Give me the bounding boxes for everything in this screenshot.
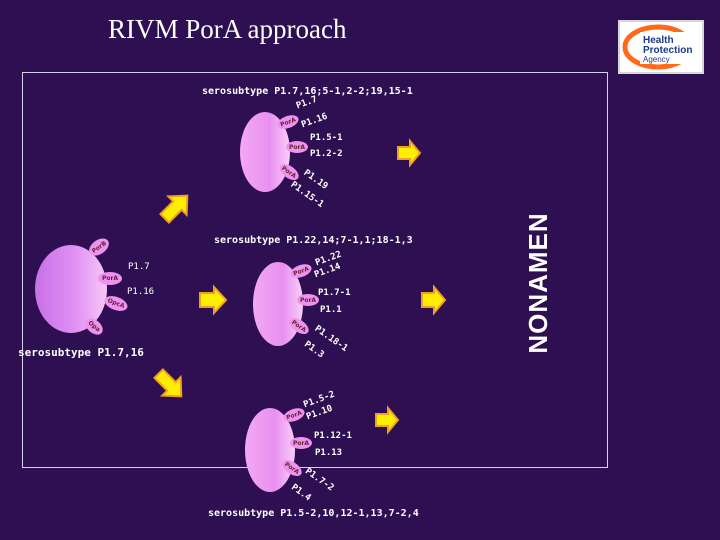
hpa-logo: Health Protection Agency bbox=[618, 20, 704, 74]
parent-pora-protein: PorA bbox=[98, 272, 122, 285]
arrow-bottom-right bbox=[375, 405, 400, 435]
logo-word-protection: Protection bbox=[643, 45, 692, 56]
arrow-top-right bbox=[397, 138, 422, 168]
diagram-frame bbox=[22, 72, 608, 468]
arrow-middle-right bbox=[421, 284, 447, 316]
hpa-logo-mark: Health Protection Agency bbox=[622, 24, 700, 70]
bottom-bacterium bbox=[245, 408, 295, 492]
bottom-pora-protein-2: PorA bbox=[290, 437, 312, 449]
top-serosubtype-label: serosubtype P1.7,16;5-1,2-2;19,15-1 bbox=[202, 86, 413, 97]
logo-word-agency: Agency bbox=[643, 55, 670, 64]
arrow-to-bottom bbox=[153, 368, 183, 398]
bottom-vr1-label-2: P1.12-1 bbox=[314, 431, 352, 441]
slide-title: RIVM PorA approach bbox=[108, 14, 347, 44]
middle-vr2-label-2: P1.1 bbox=[320, 305, 342, 315]
parent-vr1-label: P1.7 bbox=[128, 262, 150, 272]
top-pora-protein-2: PorA bbox=[286, 141, 308, 153]
logo-word-health: Health bbox=[643, 35, 674, 46]
bottom-vr2-label-2: P1.13 bbox=[315, 448, 343, 458]
arrow-to-middle bbox=[199, 284, 228, 316]
arrow-to-top bbox=[159, 194, 189, 224]
bottom-serosubtype-label: serosubtype P1.5-2,10,12-1,13,7-2,4 bbox=[208, 508, 419, 519]
middle-pora-protein-2: PorA bbox=[297, 294, 319, 306]
parent-vr2-label: P1.16 bbox=[127, 287, 155, 297]
top-vr1-label-2: P1.5-1 bbox=[310, 133, 343, 143]
parent-serosubtype-label: serosubtype P1.7,16 bbox=[18, 346, 144, 359]
middle-serosubtype-label: serosubtype P1.22,14;7-1,1;18-1,3 bbox=[214, 235, 413, 246]
middle-vr1-label-2: P1.7-1 bbox=[318, 288, 351, 298]
top-vr2-label-2: P1.2-2 bbox=[310, 149, 343, 159]
